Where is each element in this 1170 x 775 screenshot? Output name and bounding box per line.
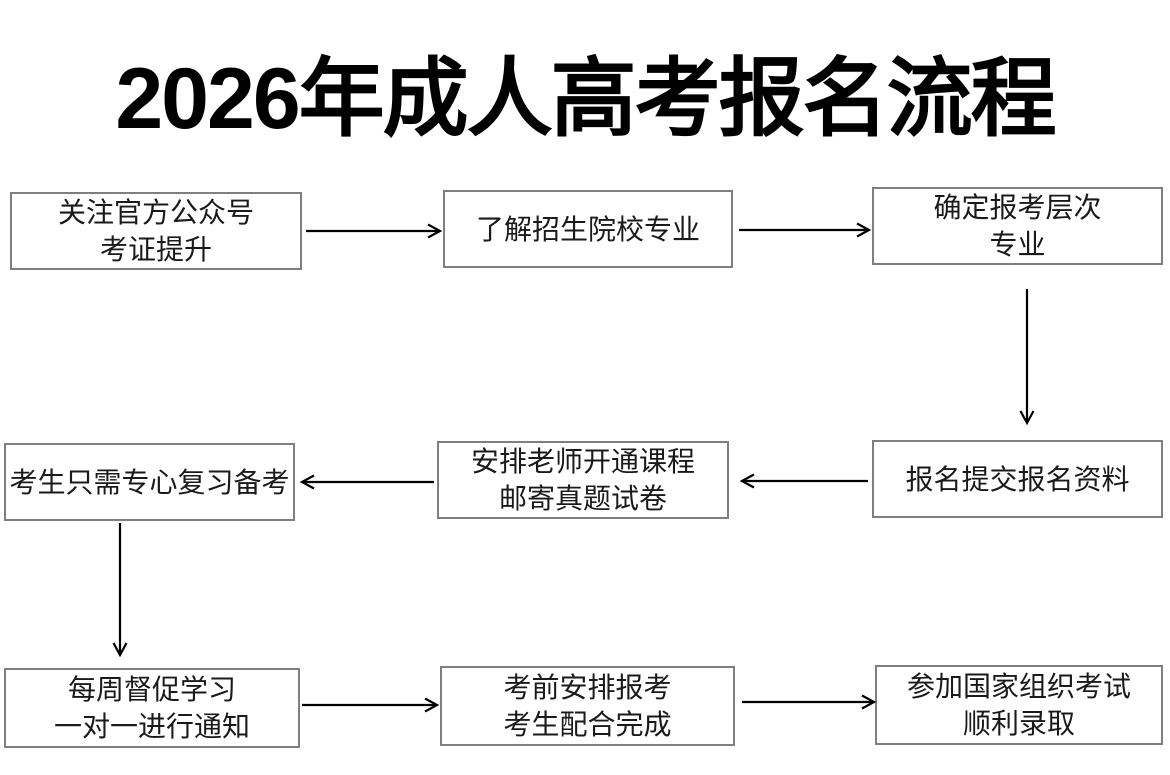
arrow-step7-to-step8-right-icon <box>302 697 440 713</box>
arrow-step6-to-step7-down-icon <box>112 523 128 658</box>
step-text-line: 关注官方公众号 <box>57 197 254 228</box>
flow-step-confirm-level-major: 确定报考层次 专业 <box>872 187 1163 265</box>
step-text-line: 考证提升 <box>99 234 212 265</box>
arrow-step8-to-step9-right-icon <box>742 694 877 710</box>
step-text-line: 确定报考层次 <box>933 192 1102 223</box>
flow-step-weekly-supervision: 每周督促学习 一对一进行通知 <box>4 668 300 748</box>
flow-step-focus-on-review: 考生只需专心复习备考 <box>4 443 295 521</box>
flow-step-take-national-exam: 参加国家组织考试 顺利录取 <box>875 665 1163 745</box>
flow-step-learn-schools-majors: 了解招生院校专业 <box>443 190 733 268</box>
arrow-step3-to-step4-down-icon <box>1019 289 1035 426</box>
step-text-line: 考生配合完成 <box>503 709 672 740</box>
arrow-step4-to-step5-left-icon <box>739 473 868 489</box>
flow-step-teacher-opens-course: 安排老师开通课程 邮寄真题试卷 <box>437 441 729 519</box>
arrow-step2-to-step3-right-icon <box>739 222 872 238</box>
page-title: 2026年成人高考报名流程 <box>115 51 1056 147</box>
step-text-line: 邮寄真题试卷 <box>498 483 667 514</box>
step-text-line: 安排老师开通课程 <box>470 446 695 477</box>
arrow-step5-to-step6-left-icon <box>299 474 434 490</box>
flow-step-submit-registration: 报名提交报名资料 <box>872 440 1163 518</box>
step-text-line: 考生只需专心复习备考 <box>9 466 290 498</box>
flow-step-pre-exam-arrangement: 考前安排报考 考生配合完成 <box>440 666 735 746</box>
step-text-line: 参加国家组织考试 <box>906 671 1131 702</box>
step-text-line: 了解招生院校专业 <box>475 213 700 245</box>
step-text-line: 报名提交报名资料 <box>905 463 1130 495</box>
step-text-line: 考前安排报考 <box>503 672 672 703</box>
step-text-line: 一对一进行通知 <box>53 711 250 742</box>
step-text-line: 专业 <box>989 229 1046 260</box>
flow-step-follow-official-account: 关注官方公众号 考证提升 <box>10 192 302 270</box>
arrow-step1-to-step2-right-icon <box>306 223 443 239</box>
step-text-line: 每周督促学习 <box>67 674 236 705</box>
step-text-line: 顺利录取 <box>962 708 1075 739</box>
